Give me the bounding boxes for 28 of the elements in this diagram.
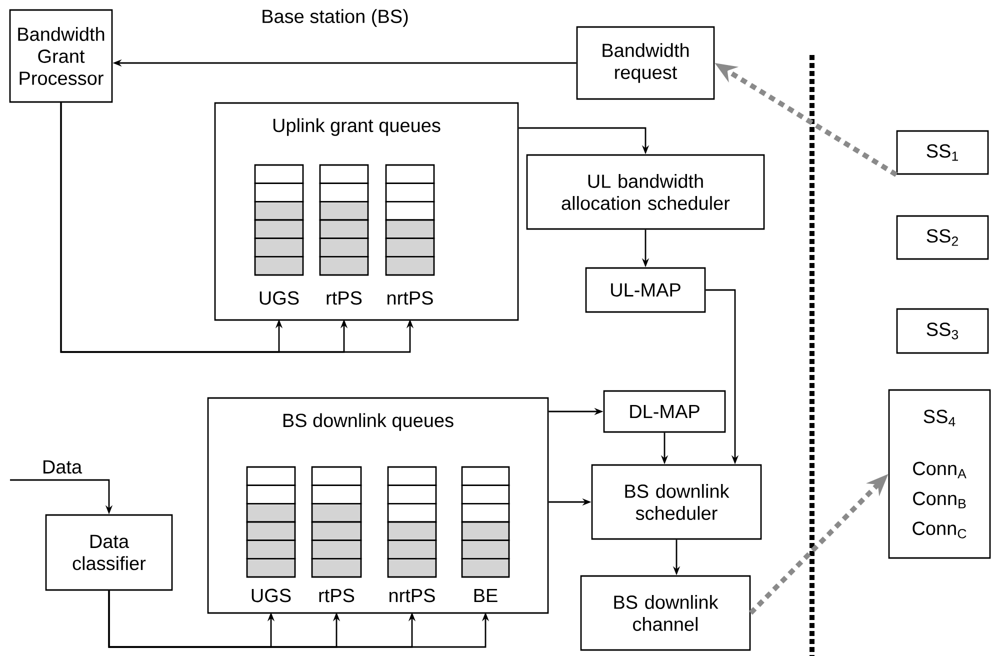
process-box: BS downlink scheduler: [591, 464, 762, 540]
queue-column: BE: [461, 466, 510, 602]
process-box: SS$_{2}$: [896, 215, 989, 260]
station-box: SS$_{4}$ Conn$_{A}$ Conn$_{B}$ Conn$_{C}$: [888, 389, 991, 559]
queue-column: rtPS: [319, 164, 369, 305]
process-box: Bandwidth Grant Processor: [9, 9, 113, 103]
edge-label: Data: [40, 459, 84, 475]
queue-column: UGS: [246, 466, 296, 602]
process-box: Bandwidth request: [576, 26, 715, 100]
process-box: Data classifier: [45, 514, 173, 591]
node-label: nrtPS: [390, 588, 435, 602]
process-box: SS$_{3}$: [896, 308, 989, 354]
queue-column: nrtPS: [385, 164, 435, 305]
node-label: UGS: [252, 588, 291, 602]
queue-column: nrtPS: [387, 466, 437, 602]
process-box: SS$_{1}$: [896, 130, 989, 175]
node-label: rtPS: [326, 291, 362, 305]
node-label: rtPS: [319, 588, 354, 602]
node-label: BE: [474, 588, 498, 602]
heading: Base station (BS): [262, 9, 408, 27]
node-label: UGS: [260, 291, 299, 305]
node-label: nrtPS: [388, 291, 433, 305]
process-box: UL-MAP: [585, 267, 706, 313]
queue-column: UGS: [254, 164, 304, 305]
process-box: BS downlink channel: [580, 575, 751, 651]
process-box: DL-MAP: [603, 390, 726, 433]
process-box: UL bandwidth allocation scheduler: [526, 154, 765, 230]
queue-column: rtPS: [311, 466, 362, 602]
